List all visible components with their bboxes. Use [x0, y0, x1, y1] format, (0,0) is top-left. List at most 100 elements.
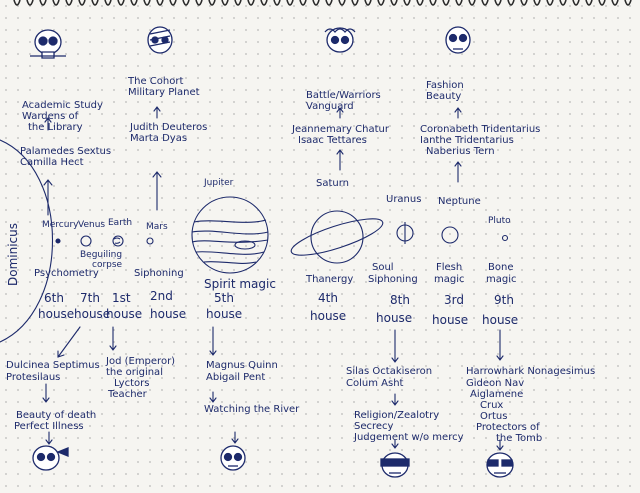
beauty-of-death: Beauty of death: [16, 410, 97, 421]
uranus-planet-icon: [396, 222, 414, 244]
lyctors: Lyctors: [114, 378, 150, 389]
arrow-icon: [153, 106, 161, 119]
name-coronabeth: Coronabeth Tridentarius: [420, 124, 541, 135]
name-naberius: Naberius Tern: [426, 146, 495, 157]
planet-name-venus: Venus: [78, 220, 106, 230]
house-3: house: [432, 313, 469, 327]
arrow-icon: [231, 431, 239, 444]
pluto-planet-icon: [501, 234, 509, 242]
spiral-binding: [13, 0, 632, 6]
watching-the-river: Watching the River: [204, 404, 300, 415]
planet-name-saturn: Saturn: [316, 178, 350, 189]
name-jeannemary: Jeannemary Chatur: [292, 124, 389, 135]
name-magnus: Magnus Quinn: [206, 360, 278, 371]
name-dulcinea: Dulcinea Septimus: [6, 360, 100, 371]
house-9: house: [482, 313, 519, 327]
neptune-planet-icon: [441, 226, 459, 244]
name-crux: Crux: [480, 400, 504, 411]
skull-icon: [380, 452, 410, 478]
religion-zealotry: Religion/Zealotry: [354, 410, 440, 421]
arrow-icon: [152, 171, 162, 211]
name-marta: Marta Dyas: [130, 133, 188, 144]
arrow-icon: [57, 326, 81, 358]
name-palamedes: Palamedes Sextus: [20, 146, 112, 157]
name-harrowhark: Harrowhark Nonagesimus: [466, 366, 596, 377]
skull-icon: [220, 445, 246, 471]
name-silas: Silas Octakiseron: [346, 366, 433, 377]
house-9-num: 9th: [494, 293, 514, 307]
perfect-illness: Perfect Illness: [14, 421, 84, 432]
name-abigail: Abigail Pent: [206, 372, 266, 383]
house-8: house: [376, 311, 413, 325]
magic-spirit: Spirit magic: [204, 277, 276, 291]
the-original: the original: [106, 367, 163, 378]
fashion: Fashion: [426, 80, 464, 91]
planet-name-jupiter: Jupiter: [204, 178, 234, 188]
battle-warriors: Battle/Warriors: [306, 90, 381, 101]
arrow-icon: [109, 326, 117, 351]
magic-soul: Soul: [372, 262, 394, 273]
planet-name-mars: Mars: [146, 222, 168, 232]
the-library: the Library: [28, 122, 83, 133]
vanguard: Vanguard: [306, 101, 354, 112]
magic-psychometry: Psychometry: [34, 268, 99, 279]
arrow-icon: [209, 326, 217, 356]
side-label: Dominicus: [6, 223, 20, 286]
skull-icon: [445, 26, 471, 54]
earth-planet-icon: [112, 235, 124, 247]
skull-icon: [324, 27, 356, 53]
skull-icon: [486, 452, 514, 478]
mars-planet-icon: [146, 237, 154, 245]
house-5: house: [206, 307, 243, 321]
house-3-num: 3rd: [444, 293, 464, 307]
planet-name-uranus: Uranus: [386, 194, 422, 205]
house-7: house: [74, 307, 111, 321]
magic-bone-2: magic: [486, 274, 517, 285]
house-2-num: 2nd: [150, 289, 173, 303]
magic-corpse: corpse: [92, 260, 123, 270]
planet-name-pluto: Pluto: [488, 216, 511, 226]
name-camilla: Camilla Hect: [20, 157, 84, 168]
planet-name-earth: Earth: [108, 218, 133, 228]
beauty: Beauty: [426, 91, 462, 102]
teacher: Teacher: [108, 389, 147, 400]
academic-study: Academic Study: [22, 100, 103, 111]
house-4-num: 4th: [318, 291, 338, 305]
arrow-icon: [45, 431, 53, 445]
planet-name-neptune: Neptune: [438, 196, 481, 207]
arrow-icon: [391, 329, 399, 363]
arrow-icon: [496, 329, 504, 361]
arrow-icon: [454, 161, 462, 183]
house-7-num: 7th: [80, 291, 100, 305]
mercury-planet-icon: [55, 238, 61, 244]
saturn-planet-icon: [290, 210, 384, 264]
arrow-icon: [391, 393, 399, 406]
name-ortus: Ortus: [480, 411, 508, 422]
magic-bone: Bone: [488, 262, 514, 273]
skull-icon: [32, 445, 69, 471]
house-6-num: 6th: [44, 291, 64, 305]
house-5-num: 5th: [214, 291, 234, 305]
name-protesilaus: Protesilaus: [6, 372, 61, 383]
arrow-icon: [42, 383, 50, 403]
jod-emperor: Jod (Emperor): [106, 356, 176, 367]
secrecy: Secrecy: [354, 421, 394, 432]
name-aiglamene: Aiglamene: [470, 389, 524, 400]
judgement-without-mercy: Judgement w/o mercy: [354, 432, 464, 443]
arrow-icon: [336, 149, 344, 171]
magic-beguiling: Beguiling: [80, 250, 123, 260]
house-4: house: [310, 309, 347, 323]
the-tomb: the Tomb: [496, 433, 543, 444]
name-isaac: Isaac Tettares: [298, 135, 367, 146]
venus-planet-icon: [80, 235, 92, 247]
arrow-icon: [209, 391, 217, 403]
name-ianthe: Ianthe Tridentarius: [420, 135, 514, 146]
magic-siphoning-2: Siphoning: [368, 274, 418, 285]
name-colum: Colum Asht: [346, 378, 404, 389]
magic-flesh-2: magic: [434, 274, 465, 285]
arrow-icon: [43, 179, 53, 216]
skull-icon: [30, 29, 66, 59]
the-cohort: The Cohort: [128, 76, 184, 87]
name-judith: Judith Deuteros: [130, 122, 208, 133]
